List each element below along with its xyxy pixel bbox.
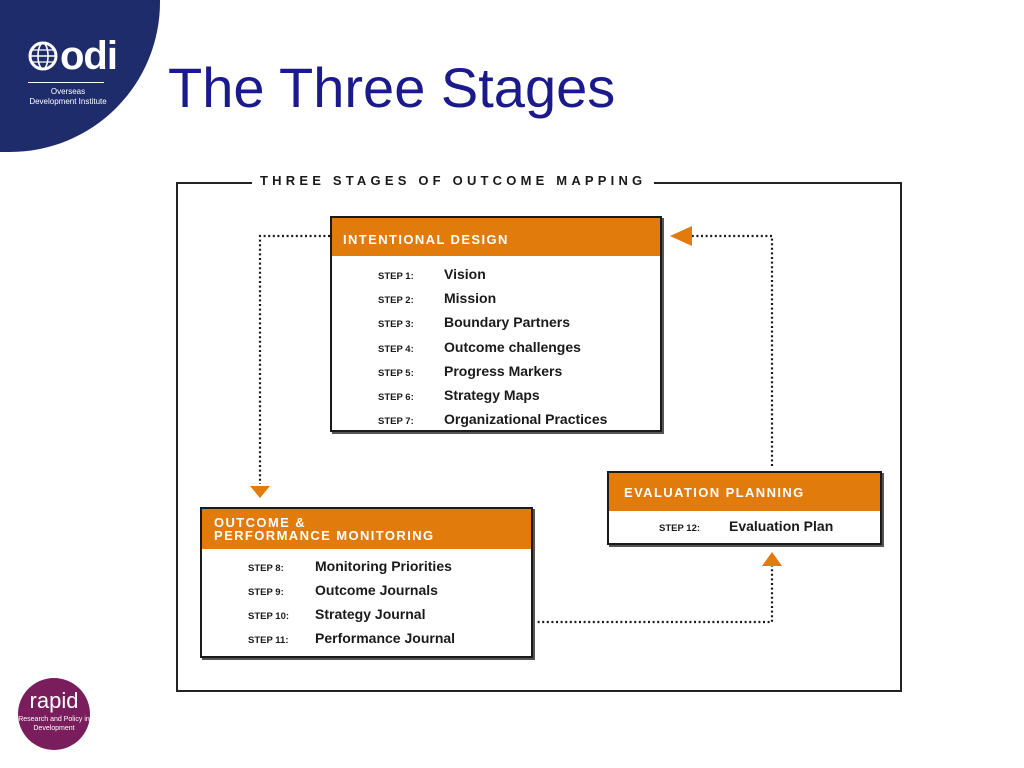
- step-row: STEP 5: Progress Markers: [378, 359, 660, 383]
- step-row: STEP 4: Outcome challenges: [378, 335, 660, 359]
- step-row: STEP 11: Performance Journal: [248, 626, 531, 650]
- step-name: Strategy Maps: [444, 386, 540, 403]
- step-label: STEP 10:: [248, 611, 290, 622]
- stage-title: INTENTIONAL DESIGN: [332, 218, 660, 256]
- odi-wordmark: odi: [28, 36, 138, 76]
- stage-title-line-1: OUTCOME &: [214, 515, 307, 530]
- step-label: STEP 5:: [378, 367, 414, 379]
- step-name: Mission: [444, 290, 497, 307]
- globe-icon: [28, 41, 58, 71]
- step-name: Boundary Partners: [444, 314, 571, 331]
- step-name: Progress Markers: [444, 362, 563, 379]
- stage-title: EVALUATION PLANNING: [609, 473, 880, 511]
- odi-logo: odi Overseas Development Institute: [28, 36, 138, 107]
- step-row: STEP 6: Strategy Maps: [378, 383, 660, 407]
- step-label: STEP 4:: [378, 343, 414, 355]
- step-row: STEP 7: Organizational Practices: [378, 407, 660, 431]
- step-list: STEP 12: Evaluation Plan: [609, 511, 880, 538]
- step-name: Evaluation Plan: [729, 518, 834, 534]
- step-row: STEP 9: Outcome Journals: [248, 578, 531, 602]
- step-row: STEP 12: Evaluation Plan: [659, 514, 880, 538]
- diagram-title: THREE STAGES OF OUTCOME MAPPING: [252, 170, 655, 192]
- step-row: STEP 2: Mission: [378, 286, 660, 310]
- rapid-logo: rapid Research and Policy in Development: [18, 678, 90, 750]
- step-label: STEP 1:: [378, 271, 414, 282]
- step-label: STEP 9:: [248, 587, 284, 598]
- step-row: STEP 1: Vision: [378, 262, 660, 286]
- odi-divider: [28, 82, 104, 83]
- step-label: STEP 7:: [378, 416, 414, 428]
- step-name: Strategy Journal: [315, 606, 426, 622]
- step-label: STEP 12:: [659, 523, 701, 534]
- step-name: Performance Journal: [315, 630, 456, 646]
- step-name: Monitoring Priorities: [315, 558, 452, 574]
- stage-outcome-performance-monitoring: OUTCOME & PERFORMANCE MONITORING STEP 8:…: [200, 507, 533, 658]
- step-label: STEP 11:: [248, 635, 289, 646]
- odi-wordmark-text: odi: [60, 34, 118, 78]
- step-list: STEP 1: Vision STEP 2: Mission STEP 3: B…: [332, 256, 660, 431]
- stage-title: OUTCOME & PERFORMANCE MONITORING: [202, 509, 531, 549]
- step-name: Vision: [444, 266, 486, 282]
- step-name: Organizational Practices: [444, 411, 608, 428]
- step-list: STEP 8: Monitoring Priorities STEP 9: Ou…: [202, 549, 531, 650]
- step-label: STEP 6:: [378, 391, 414, 403]
- odi-subtitle: Overseas Development Institute: [29, 87, 107, 106]
- step-name: Outcome Journals: [315, 582, 438, 598]
- step-row: STEP 10: Strategy Journal: [248, 602, 531, 626]
- step-name: Outcome challenges: [444, 338, 581, 355]
- step-label: STEP 8:: [248, 563, 284, 574]
- rapid-wordmark: rapid: [29, 688, 79, 713]
- step-label: STEP 3:: [378, 319, 414, 331]
- slide-title: The Three Stages: [168, 56, 616, 119]
- stage-evaluation-planning: EVALUATION PLANNING STEP 12: Evaluation …: [607, 471, 882, 545]
- step-row: STEP 3: Boundary Partners: [378, 310, 660, 334]
- stage-title-line-2: PERFORMANCE MONITORING: [214, 528, 435, 543]
- step-row: STEP 8: Monitoring Priorities: [248, 554, 531, 578]
- step-label: STEP 2:: [378, 295, 414, 307]
- rapid-subtitle: Research and Policy in Development: [18, 716, 90, 732]
- stage-intentional-design: INTENTIONAL DESIGN STEP 1: Vision STEP 2…: [330, 216, 662, 432]
